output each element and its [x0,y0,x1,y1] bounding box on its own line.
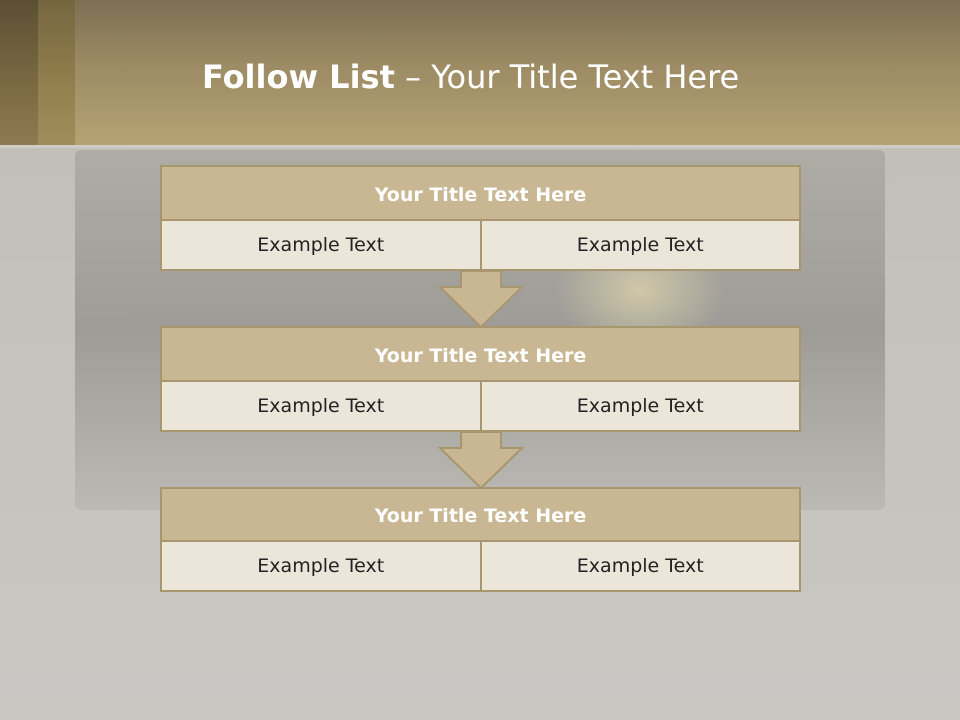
list-block-3: Your Title Text Here Example Text Exampl… [160,487,801,592]
block-row: Example Text Example Text [160,221,801,271]
block-cell-left: Example Text [162,382,480,430]
title-rest: – Your Title Text Here [394,58,740,96]
header-accent-light [38,0,75,145]
header-bar [0,0,960,145]
list-block-1: Your Title Text Here Example Text Exampl… [160,165,801,271]
block-row: Example Text Example Text [160,542,801,592]
header-divider [0,145,960,148]
header-accent-dark [0,0,38,145]
block-cell-left: Example Text [162,221,480,269]
block-row: Example Text Example Text [160,382,801,432]
title-bold: Follow List [202,58,395,96]
block-cell-right: Example Text [479,542,799,590]
block-title: Your Title Text Here [160,326,801,382]
list-block-2: Your Title Text Here Example Text Exampl… [160,326,801,432]
block-cell-left: Example Text [162,542,480,590]
block-cell-right: Example Text [479,382,799,430]
down-arrow-icon [438,431,524,489]
block-cell-right: Example Text [479,221,799,269]
slide-title: Follow List – Your Title Text Here [202,54,739,100]
block-title: Your Title Text Here [160,165,801,221]
down-arrow-icon [438,270,524,328]
block-title: Your Title Text Here [160,487,801,542]
